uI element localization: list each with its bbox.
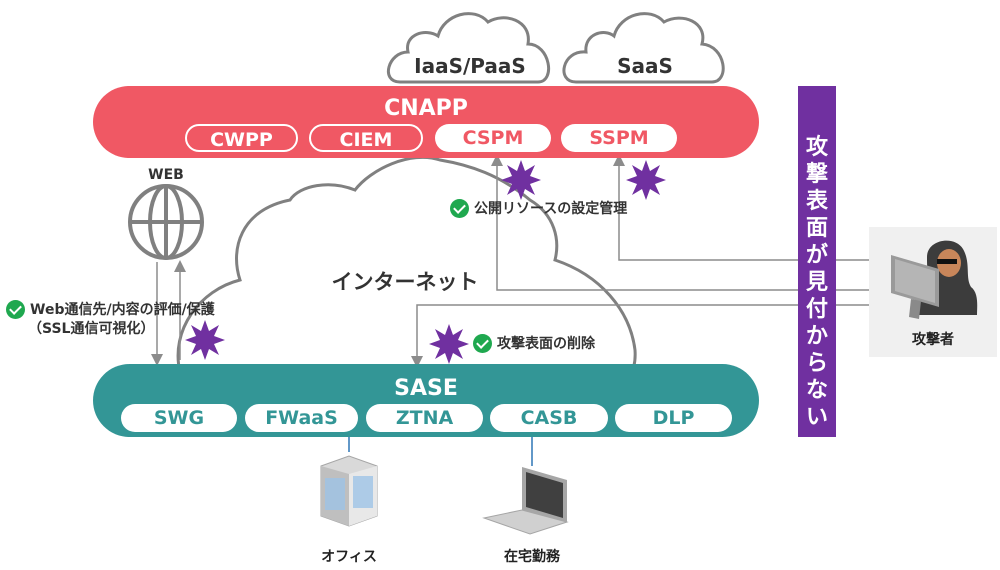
cnapp-module-cspm[interactable]: CSPM [435,124,551,152]
office-label: オフィス [321,549,377,565]
iaas-paas-label: IaaS/PaaS [414,54,526,78]
remote-work-label: 在宅勤務 [504,549,560,565]
banner-char: 表 [805,189,828,214]
sase-module-ztna[interactable]: ZTNA [366,404,483,432]
attacker-label: 攻撃者 [912,332,954,348]
attack-surface-hidden-banner: 攻撃表面が見付からない [798,86,836,437]
sase-title: SASE [394,376,458,401]
sase-module-fwaas[interactable]: FWaaS [245,404,358,432]
cnapp-module-cwpp[interactable]: CWPP [185,124,298,152]
check-icon [450,198,469,218]
attack-burst-icon [185,320,225,360]
cnapp-module-ciem[interactable]: CIEM [309,124,423,152]
attack-burst-icon [501,160,541,200]
saas-cloud [562,12,725,84]
globe-icon [128,184,204,260]
office-building-icon [320,455,378,527]
sase-module-dlp[interactable]: DLP [615,404,732,432]
banner-char: い [805,405,828,430]
banner-char: 見 [805,270,828,295]
banner-char: 攻 [805,135,828,160]
sase-module-swg[interactable]: SWG [121,404,237,432]
web-label: WEB [148,167,184,183]
saas-label: SaaS [617,54,673,78]
check-icon [6,299,25,319]
cnapp-module-sspm[interactable]: SSPM [561,124,677,152]
attack-burst-icon [429,324,469,364]
banner-char: 撃 [805,162,828,187]
banner-char: ら [805,351,828,376]
internet-label: インターネット [331,270,479,294]
note-attack-surface-removal: 攻撃表面の削除 [473,333,595,353]
cnapp-band: CNAPP CWPP CIEM CSPM SSPM [93,86,759,158]
laptop-icon [482,467,569,535]
cnapp-title: CNAPP [384,96,468,121]
attack-burst-icon [626,160,666,200]
sase-module-casb[interactable]: CASB [490,404,608,432]
banner-char: が [805,243,828,268]
note-web-protection-text: Web通信先/内容の評価/保護 [30,302,215,318]
note-ssl-visibility-text: （SSL通信可視化） [28,321,155,337]
attack-path-sase [411,304,869,368]
banner-char: か [805,324,828,349]
banner-char: 付 [805,297,828,322]
hooded-attacker-icon [891,240,978,319]
note-public-resource: 公開リソースの設定管理 [450,198,627,218]
check-icon [473,333,492,353]
attack-path-cspm [491,154,869,291]
iaas-paas-cloud [387,12,550,84]
banner-char: 面 [805,216,828,241]
note-attack-surface-removal-text: 攻撃表面の削除 [497,336,595,352]
attacker-panel: 攻撃者 [869,227,997,357]
note-ssl-visibility: （SSL通信可視化） [28,318,154,338]
banner-text: 攻撃表面が見付からない [798,134,836,431]
banner-char: な [805,378,828,403]
attack-path-sspm [613,154,869,261]
note-public-resource-text: 公開リソースの設定管理 [474,201,628,217]
sase-band: SASE SWG FWaaS ZTNA CASB DLP [93,364,759,437]
note-web-protection: Web通信先/内容の評価/保護 [6,299,215,319]
